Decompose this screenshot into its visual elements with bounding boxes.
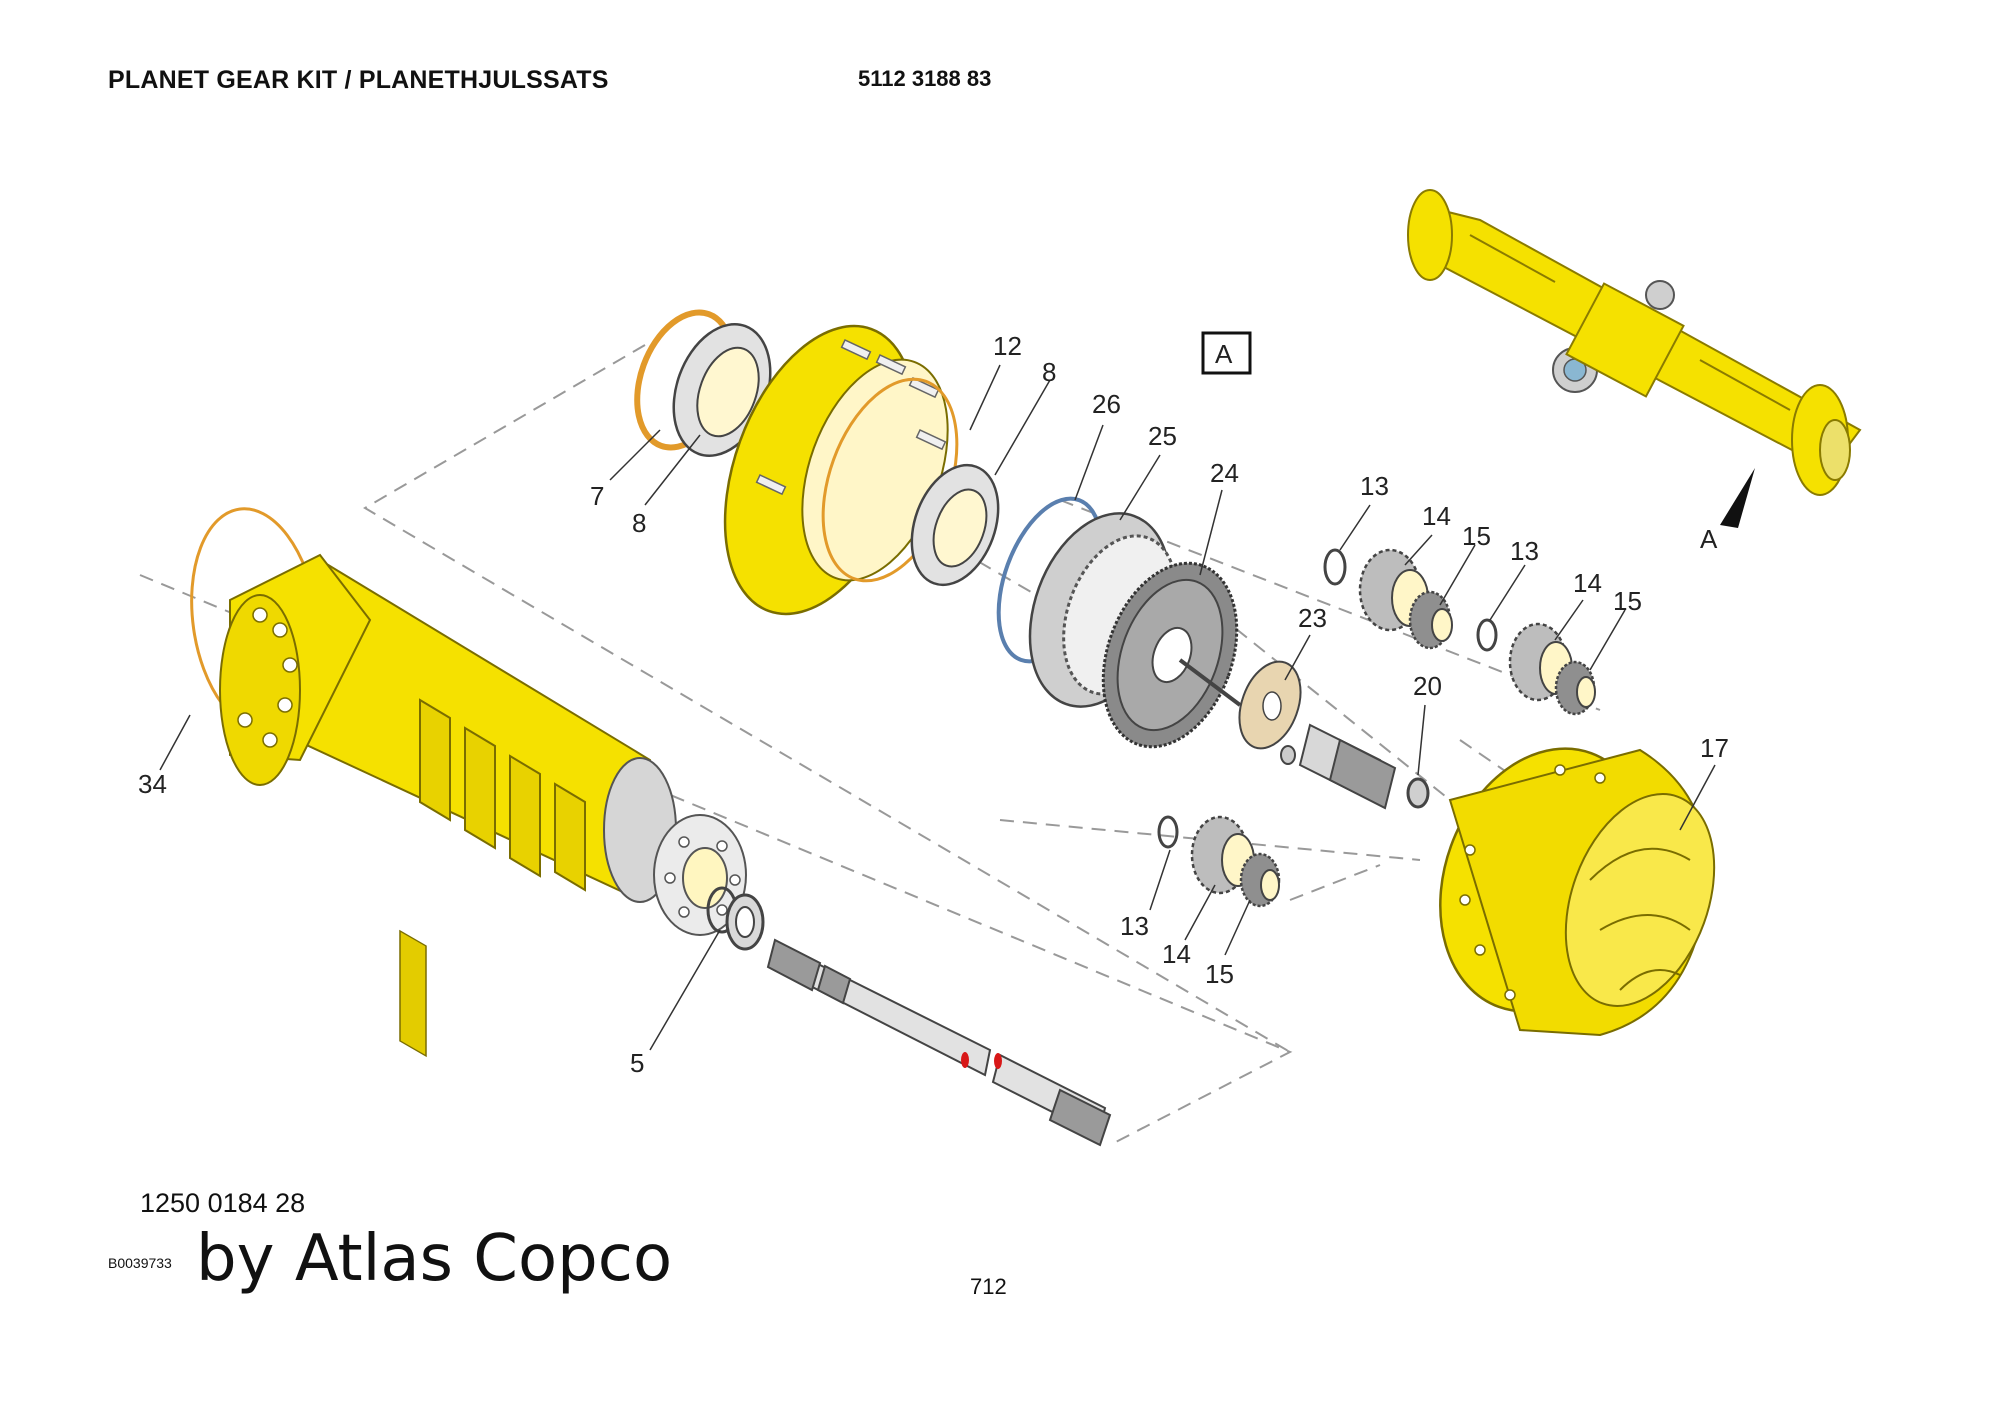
part-number: 5112 3188 83 <box>858 66 992 91</box>
callout-labels: 12 8 26 25 24 7 8 13 14 15 13 14 15 23 2… <box>138 331 1729 1078</box>
view-marker-label: A <box>1215 339 1233 369</box>
drive-shaft <box>766 938 1112 1147</box>
wheel-hub-12 <box>723 324 959 616</box>
view-marker-box: A <box>1201 331 1252 375</box>
planet-set-lower <box>1157 815 1281 908</box>
planet-carrier-24 <box>1101 561 1242 749</box>
callout-7: 7 <box>590 481 604 511</box>
bearing-5 <box>706 886 765 951</box>
callout-12: 12 <box>993 331 1022 361</box>
callout-13-upper: 13 <box>1360 471 1389 501</box>
callout-13-lower: 13 <box>1120 911 1149 941</box>
callout-20: 20 <box>1413 671 1442 701</box>
planet-housing-17 <box>1439 747 1716 1037</box>
view-arrow-label: A <box>1700 524 1718 554</box>
kit-number: 1250 0184 28 <box>140 1188 306 1218</box>
callout-24: 24 <box>1210 458 1239 488</box>
bearing-8-middle <box>910 463 1000 587</box>
callout-13-middle: 13 <box>1510 536 1539 566</box>
callout-15-middle: 15 <box>1613 586 1642 616</box>
axle-housing <box>190 507 747 1058</box>
callout-15-lower: 15 <box>1205 959 1234 989</box>
thrust-washer-23 <box>1238 660 1302 750</box>
sun-gear-shaft <box>1280 723 1397 810</box>
callout-8-lower: 8 <box>632 508 646 538</box>
callout-23: 23 <box>1298 603 1327 633</box>
callout-8: 8 <box>1042 357 1056 387</box>
callout-26: 26 <box>1092 389 1121 419</box>
callout-14-upper: 14 <box>1422 501 1451 531</box>
page-title: PLANET GEAR KIT / PLANETHJULSSATS <box>108 66 609 94</box>
callout-34: 34 <box>138 769 167 799</box>
callout-5: 5 <box>630 1048 644 1078</box>
view-arrow: A <box>1700 468 1755 554</box>
planet-set-upper <box>1323 548 1453 650</box>
callout-14-lower: 14 <box>1162 939 1191 969</box>
leader-lines <box>159 364 1716 1051</box>
callout-15-upper: 15 <box>1462 521 1491 551</box>
callout-17: 17 <box>1700 733 1729 763</box>
page-number: 712 <box>970 1274 1007 1299</box>
callout-14-middle: 14 <box>1573 568 1602 598</box>
washer-20 <box>1406 777 1430 809</box>
callout-25: 25 <box>1148 421 1177 451</box>
brand-watermark: by Atlas Copco <box>196 1222 673 1296</box>
planet-set-middle <box>1476 618 1596 716</box>
image-id: B0039733 <box>108 1255 172 1271</box>
axle-overview-inset <box>1407 189 1862 496</box>
